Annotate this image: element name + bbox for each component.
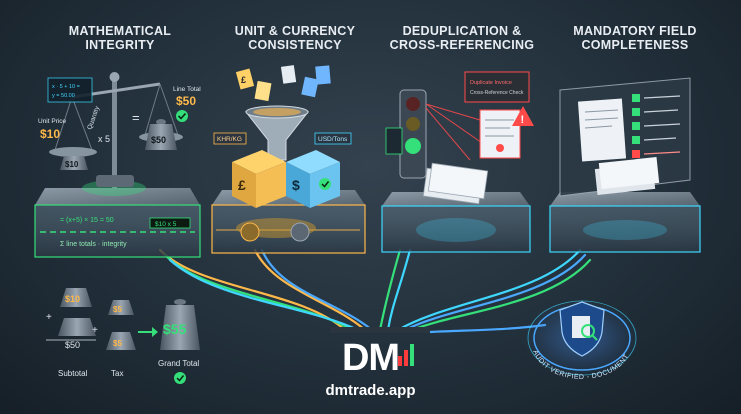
warning-icon: !	[512, 106, 534, 126]
mandatory-platform	[549, 192, 701, 253]
stacked-documents	[594, 157, 660, 195]
title-line: INTEGRITY	[85, 38, 155, 52]
currency-cube-right: $	[286, 150, 340, 208]
quantity-value: x 5	[98, 134, 110, 144]
title-line: DEDUPLICATION &	[402, 24, 522, 38]
unit-right-text: USD/Tons	[318, 136, 348, 143]
invoice-cards	[479, 109, 521, 159]
checklist-items	[632, 94, 681, 158]
title-mathematical-integrity: MATHEMATICAL INTEGRITY	[30, 24, 210, 52]
svg-text:= (x+5) × 15 = 50: = (x+5) × 15 = 50	[60, 217, 114, 224]
unit-price-label: Unit Price	[38, 118, 67, 125]
subtotal-weight-a: $10	[65, 294, 80, 304]
title-line: UNIT & CURRENCY	[234, 24, 356, 38]
unit-price-value: $10	[40, 127, 60, 141]
weight-left: $10	[60, 156, 88, 170]
svg-text:Cross-Reference Check: Cross-Reference Check	[470, 90, 524, 96]
line-total-label: Line Total	[173, 86, 201, 93]
plus-sign: +	[46, 312, 52, 323]
unit-tag-left: KHR/KG	[213, 132, 247, 145]
grand-total-weight: $55	[160, 299, 200, 350]
title-deduplication: DEDUPLICATION & CROSS-REFERENCING	[372, 24, 552, 52]
math-platform: = (x+5) × 15 = 50 Σ line totals · integr…	[34, 188, 201, 258]
title-unit-currency: UNIT & CURRENCY CONSISTENCY	[205, 24, 385, 52]
title-line: CROSS-REFERENCING	[389, 38, 535, 52]
weight-right-value: $50	[151, 135, 166, 145]
title-line: MATHEMATICAL	[68, 24, 172, 38]
plus-sign: +	[92, 325, 98, 336]
arrow-icon	[138, 327, 158, 337]
unit-tag-right: USD/Tons	[314, 132, 352, 145]
quantity-label: Quantity	[86, 105, 101, 131]
currency-platform	[211, 190, 366, 254]
magnifier-icon	[581, 324, 598, 341]
incoming-documents: £	[235, 65, 331, 102]
svg-text:Duplicate Invoice: Duplicate Invoice	[470, 80, 512, 86]
data-cables	[158, 248, 592, 334]
tax-weight-b: $5	[113, 339, 122, 348]
svg-text:x · 5 + 10 =: x · 5 + 10 =	[52, 84, 80, 90]
title-mandatory-field: MANDATORY FIELD COMPLETENESS	[545, 24, 725, 52]
logo-bars-icon	[398, 344, 414, 366]
line-total-value: $50	[176, 94, 196, 108]
svg-text:!: !	[521, 114, 525, 126]
svg-text:£: £	[241, 75, 246, 85]
checklist-panel	[559, 77, 691, 197]
title-line: CONSISTENCY	[248, 38, 342, 52]
title-line: COMPLETENESS	[581, 38, 689, 52]
equals-sign: =	[132, 110, 140, 125]
funnel-icon	[244, 105, 310, 161]
tax-label: Tax	[111, 369, 123, 378]
svg-text:y = 50.00: y = 50.00	[52, 93, 75, 99]
brand-logo: DM	[341, 337, 400, 379]
tax-weight-a: $5	[113, 305, 122, 314]
grand-total-label: Grand Total	[158, 359, 199, 368]
dollar-symbol: $	[292, 177, 300, 193]
subtotal-weights: $10 $50	[58, 288, 96, 350]
check-icon	[176, 110, 188, 122]
grand-total-check-icon	[174, 372, 186, 384]
title-line: MANDATORY FIELD	[573, 24, 697, 38]
tax-weights: $5 $5	[106, 300, 136, 350]
svg-text:$10 x 5: $10 x 5	[155, 221, 177, 228]
unit-left-text: KHR/KG	[217, 136, 242, 143]
brand-url[interactable]: dmtrade.app	[325, 382, 416, 399]
pound-symbol: £	[238, 177, 246, 193]
weight-left-value: $10	[65, 160, 79, 169]
subtotal-weight-b: $50	[65, 340, 80, 350]
subtotal-label: Subtotal	[58, 369, 88, 378]
svg-text:Σ line totals · integrity: Σ line totals · integrity	[60, 241, 127, 248]
currency-cube-left: £	[232, 150, 286, 208]
traffic-light-icon	[385, 89, 427, 179]
duplicate-alert-panel: Duplicate Invoice Cross-Reference Check	[464, 71, 530, 103]
weight-right: $50	[145, 119, 177, 150]
audit-badge: AUDIT VERIFIED - DOCUMENT	[524, 300, 640, 381]
grand-total-value: $55	[163, 321, 187, 337]
formula-panel: x · 5 + 10 = y = 50.00	[47, 77, 93, 103]
dedup-platform	[381, 162, 531, 253]
